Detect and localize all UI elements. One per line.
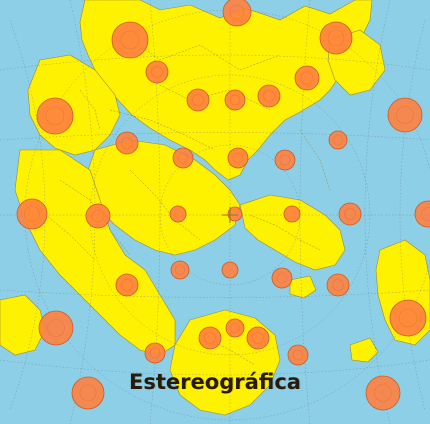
tissot-indicatrix-inner-ring: [151, 66, 163, 78]
tissot-indicatrix-inner-ring: [252, 332, 264, 344]
tissot-indicatrix-inner-ring: [177, 152, 189, 164]
tissot-indicatrix-inner-ring: [344, 208, 356, 220]
border-line: [109, 109, 216, 151]
tissot-indicatrix-inner-ring: [232, 152, 244, 164]
tissot-indicatrix-inner-ring: [230, 323, 240, 333]
tissot-indicatrix-inner-ring: [229, 4, 245, 20]
tissot-indicatrix: [71, 376, 105, 410]
border-line: [79, 89, 101, 131]
tissot-indicatrix: [227, 147, 249, 169]
tissot-indicatrix-inner-ring: [300, 71, 314, 85]
border-line: [129, 169, 201, 241]
tissot-indicatrix: [319, 21, 353, 55]
tissot-indicatrix-inner-ring: [332, 279, 344, 291]
tissot-indicatrix: [198, 326, 222, 350]
tissot-indicatrix: [227, 206, 243, 222]
border-line: [39, 209, 96, 261]
tissot-indicatrix: [246, 326, 270, 350]
tissot-indicatrix: [294, 65, 320, 91]
tissot-indicatrix: [257, 84, 281, 108]
tissot-indicatrix-inner-ring: [333, 135, 343, 145]
tissot-indicatrix-inner-ring: [263, 90, 275, 102]
tissot-indicatrix: [338, 202, 362, 226]
tissot-indicatrix-inner-ring: [327, 29, 345, 47]
tissot-indicatrix-inner-ring: [398, 308, 418, 328]
graticule-meridian: [399, 19, 426, 411]
border-line: [149, 79, 271, 111]
tissot-indicatrix: [389, 299, 427, 337]
tissot-indicatrix-inner-ring: [276, 272, 288, 284]
tissot-indicatrix: [85, 203, 111, 229]
graticule-meridian: [9, 19, 46, 411]
tissot-indicatrix: [224, 89, 246, 111]
tissot-indicatrix: [36, 97, 74, 135]
tissot-indicatrix-inner-ring: [192, 94, 204, 106]
graticule-parallel: [0, 132, 430, 141]
tissot-indicatrix: [170, 260, 190, 280]
border-line: [299, 129, 331, 191]
tissot-indicatrix-inner-ring: [121, 279, 133, 291]
tissot-indicatrix-inner-ring: [47, 319, 65, 337]
landmass-northern-eurasia: [79, 0, 373, 181]
tissot-indicatrix: [271, 267, 293, 289]
tissot-indicatrix-inner-ring: [120, 30, 140, 50]
landmass-bottom-left: [0, 294, 46, 356]
tissot-indicatrix-inner-ring: [149, 347, 161, 359]
tissot-indicatrix-inner-ring: [45, 106, 65, 126]
tissot-indicatrix-inner-ring: [91, 209, 105, 223]
tissot-indicatrix-inner-ring: [24, 206, 40, 222]
tissot-indicatrix: [115, 273, 139, 297]
tissot-indicatrix-inner-ring: [279, 154, 291, 166]
tissot-indicatrix-inner-ring: [79, 384, 97, 402]
tissot-indicatrices: [16, 0, 430, 411]
tissot-indicatrix: [111, 21, 149, 59]
graticule-ring: [89, 74, 371, 356]
tissot-indicatrix: [186, 88, 210, 112]
tissot-indicatrix: [225, 318, 245, 338]
tissot-indicatrix: [169, 205, 187, 223]
tissot-indicatrix: [274, 149, 296, 171]
tissot-indicatrix: [38, 310, 74, 346]
tissot-indicatrix-inner-ring: [292, 349, 304, 361]
tissot-indicatrix: [115, 131, 139, 155]
tissot-indicatrix: [145, 60, 169, 84]
tissot-indicatrix: [222, 0, 252, 27]
border-line: [249, 214, 321, 251]
tissot-indicatrix: [144, 342, 166, 364]
tissot-indicatrix: [287, 344, 309, 366]
tissot-indicatrix: [172, 147, 194, 169]
tissot-indicatrix-inner-ring: [374, 384, 392, 402]
tissot-indicatrix-inner-ring: [121, 137, 133, 149]
tissot-indicatrix-inner-ring: [229, 94, 241, 106]
graticule-parallel: [0, 289, 430, 298]
border-line: [119, 29, 281, 71]
tissot-indicatrix-inner-ring: [421, 207, 430, 221]
tissot-indicatrix: [16, 198, 48, 230]
center-crosshair: [222, 207, 238, 223]
tissot-indicatrix: [328, 130, 348, 150]
tissot-indicatrix: [283, 205, 301, 223]
landmass-small-island-2: [289, 275, 317, 299]
tissot-indicatrix-inner-ring: [175, 265, 185, 275]
landmass-small-island-1: [349, 337, 379, 363]
tissot-indicatrix-inner-ring: [396, 106, 414, 124]
tissot-indicatrix: [387, 97, 423, 133]
tissot-indicatrix: [365, 375, 401, 411]
tissot-indicatrix-inner-ring: [204, 332, 216, 344]
tissot-indicatrix: [326, 273, 350, 297]
tissot-indicatrix: [221, 261, 239, 279]
